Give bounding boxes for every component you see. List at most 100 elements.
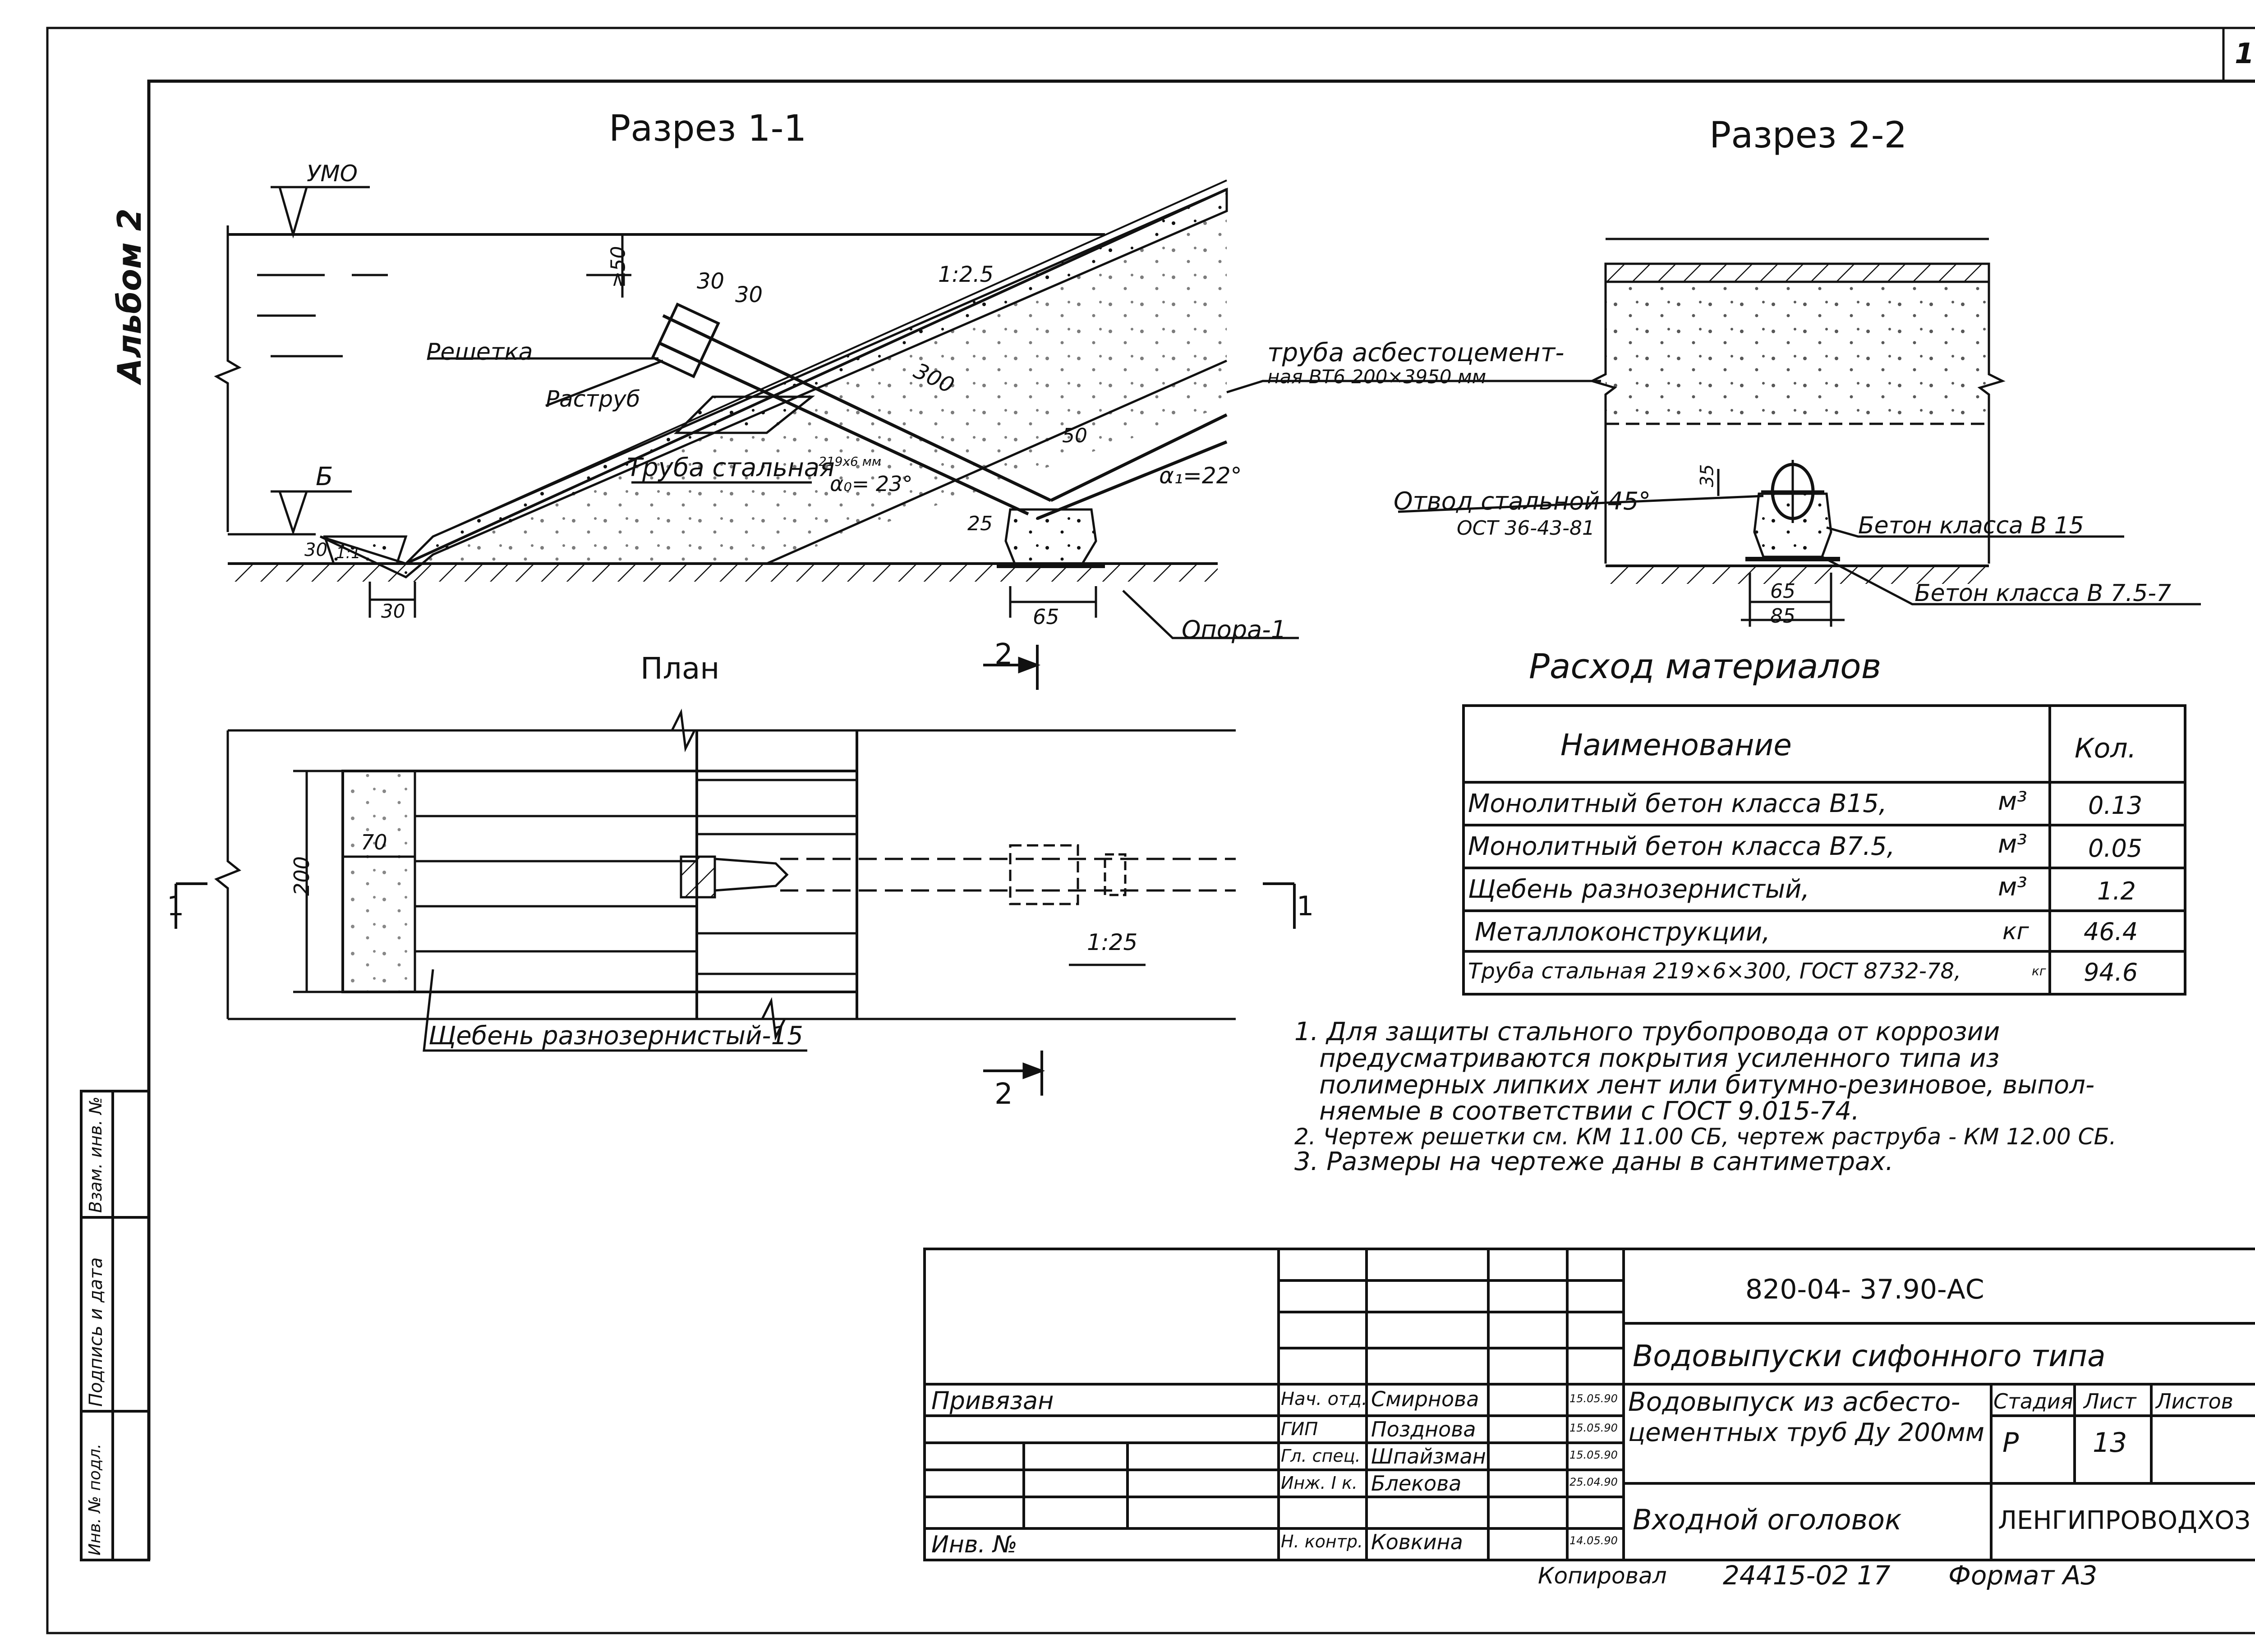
row-1-qty: 0.05: [2088, 834, 2143, 863]
project-code: 820-04- 37.90-АС: [1745, 1274, 1984, 1305]
person-name: Блекова: [1371, 1471, 1462, 1496]
stage-label: Стадия: [1993, 1389, 2073, 1413]
dim-30-c: 30: [304, 540, 327, 560]
series-title: Водовыпуски сифонного типа: [1633, 1339, 2106, 1373]
person-name: Ковкина: [1371, 1530, 1463, 1554]
side-label-sign: Подпись и дата: [86, 1257, 106, 1407]
pipe-steel-size: 219x6 мм: [819, 454, 881, 469]
gravel-label: Щебень разнозернистый-15: [428, 1021, 803, 1051]
materials-table-grid: [1462, 704, 2186, 996]
inv-no-label: Инв. №: [931, 1531, 1017, 1558]
marker-left: 1: [167, 890, 184, 922]
person-name: Шпайзман: [1371, 1444, 1486, 1468]
section-2-title: Разрез 2-2: [1709, 114, 1907, 156]
dim-50: ≥50: [607, 246, 630, 288]
header-name: Наименование: [1560, 728, 1792, 762]
person-role: Гл. спец.: [1281, 1446, 1361, 1466]
album-label: Альбом 2: [110, 208, 148, 383]
alpha1-label: α₁=22°: [1159, 463, 1242, 489]
row-3-name: Металлоконструкции,: [1475, 918, 1770, 947]
side-label-vzam: Взам. инв. №: [86, 1096, 106, 1213]
person-date: 15.05.90: [1569, 1392, 1618, 1405]
side-label-inv: Инв. № подл.: [86, 1443, 104, 1556]
materials-title: Расход материалов: [1529, 646, 1882, 686]
person-name: Смирнова: [1371, 1387, 1479, 1411]
b-label: Б: [316, 462, 333, 491]
row-2-unit: м³: [1998, 872, 2027, 902]
dim-35: 35: [1697, 464, 1718, 487]
title-block-grid: [80, 1090, 2255, 1561]
beton-b15-label: Бетон класса В 15: [1858, 512, 2084, 539]
sheet-value: 13: [2093, 1427, 2127, 1459]
frame: [46, 27, 2255, 1634]
note-line: няемые в соответствии с ГОСТ 9.015-74.: [1319, 1097, 1859, 1126]
drawing-title-1: Водовыпуск из асбесто-: [1628, 1386, 1960, 1417]
note-line: 2. Чертеж решетки см. КМ 11.00 СБ, черте…: [1294, 1124, 2117, 1150]
notes: 1. Для защиты стального трубопровода от …: [1294, 1019, 2255, 1175]
row-4-unit: кг: [2032, 964, 2046, 978]
format-label: Формат А3: [1948, 1560, 2098, 1591]
note-line: 3. Размеры на чертеже даны в сантиметрах…: [1294, 1147, 1894, 1176]
slope-11: 1:1: [336, 544, 361, 562]
person-date: 14.05.90: [1569, 1534, 1618, 1547]
row-2-qty: 1.2: [2097, 877, 2136, 905]
person-date: 15.05.90: [1569, 1422, 1618, 1434]
opora-label: Опора-1: [1182, 615, 1287, 644]
row-0-name: Монолитный бетон класса В15,: [1468, 789, 1887, 818]
stage-value: Р: [2002, 1427, 2019, 1459]
otvod-label-2: ОСТ 36-43-81: [1457, 517, 1595, 540]
dim-65-s2: 65: [1770, 580, 1795, 603]
person-role: Нач. отд.: [1281, 1389, 1367, 1409]
person-date: 25.04.90: [1569, 1476, 1618, 1488]
header-qty: Кол.: [2075, 733, 2136, 764]
row-4-qty: 94.6: [2084, 958, 2138, 987]
marker-right: 1: [1297, 890, 1314, 922]
person-name: Позднова: [1371, 1417, 1476, 1441]
slope-label: 1:2.5: [938, 262, 994, 287]
pipe-asb-label-1: труба асбестоцемент-: [1267, 338, 1565, 367]
pipe-asb-label-2: ная ВТ6 200×3950 мм: [1267, 366, 1486, 388]
row-4-name: Труба стальная 219×6×300, ГОСТ 8732-78,: [1468, 959, 1961, 984]
row-3-unit: кг: [2002, 918, 2029, 945]
marker-bottom: 2: [994, 1078, 1013, 1111]
reshetka-label: Решетка: [426, 339, 533, 366]
section-1-title: Разрез 1-1: [609, 107, 807, 149]
person-role: Инж. I к.: [1281, 1473, 1358, 1493]
beton-b75-label: Бетон класса В 7.5-7: [1914, 580, 2172, 607]
note-line: предусматриваются покрытия усиленного ти…: [1319, 1043, 2000, 1073]
organization: ЛЕНГИПРОВОДХОЗ: [1998, 1506, 2251, 1535]
dim-50-b: 50: [1062, 424, 1087, 447]
row-3-qty: 46.4: [2084, 918, 2138, 946]
plan-title: План: [640, 651, 720, 686]
otvod-label-1: Отвод стальной 45°: [1394, 487, 1651, 515]
note-line: 1. Для защиты стального трубопровода от …: [1294, 1017, 2000, 1046]
plan-drawing: [175, 708, 1296, 1096]
copy-code: 24415-02 17: [1723, 1560, 1891, 1591]
sheet-label: Лист: [2084, 1389, 2136, 1413]
row-2-name: Щебень разнозернистый,: [1468, 875, 1810, 904]
row-0-unit: м³: [1998, 787, 2027, 816]
dim-30-b: 30: [735, 282, 763, 307]
drawing-title-2: цементных труб Ду 200мм: [1628, 1418, 1984, 1447]
umo-label: УМО: [307, 161, 358, 187]
row-0-qty: 0.13: [2088, 791, 2143, 820]
dim-30-d: 30: [381, 600, 405, 622]
row-1-unit: м³: [1998, 830, 2027, 859]
pipe-steel-label: Труба стальная: [627, 453, 835, 482]
person-role: ГИП: [1281, 1419, 1318, 1440]
person-role: Н. контр.: [1281, 1532, 1363, 1551]
privyazan-label: Привязан: [931, 1386, 1054, 1415]
section-2-drawing: [1398, 238, 2201, 627]
dim-200: 200: [289, 856, 314, 896]
sheet-number: 16: [2235, 37, 2255, 70]
dim-70: 70: [361, 830, 387, 854]
plan-slope: 1:25: [1087, 929, 1138, 955]
dim-25: 25: [967, 512, 993, 535]
dim-30-a: 30: [697, 269, 725, 294]
dim-85-s2: 85: [1770, 605, 1795, 628]
note-line: полимерных липких лент или битумно-резин…: [1319, 1070, 2095, 1100]
sheets-label: Листов: [2156, 1389, 2233, 1413]
sheet-title: Входной оголовок: [1633, 1503, 1902, 1536]
copied-label: Копировал: [1538, 1563, 1667, 1589]
